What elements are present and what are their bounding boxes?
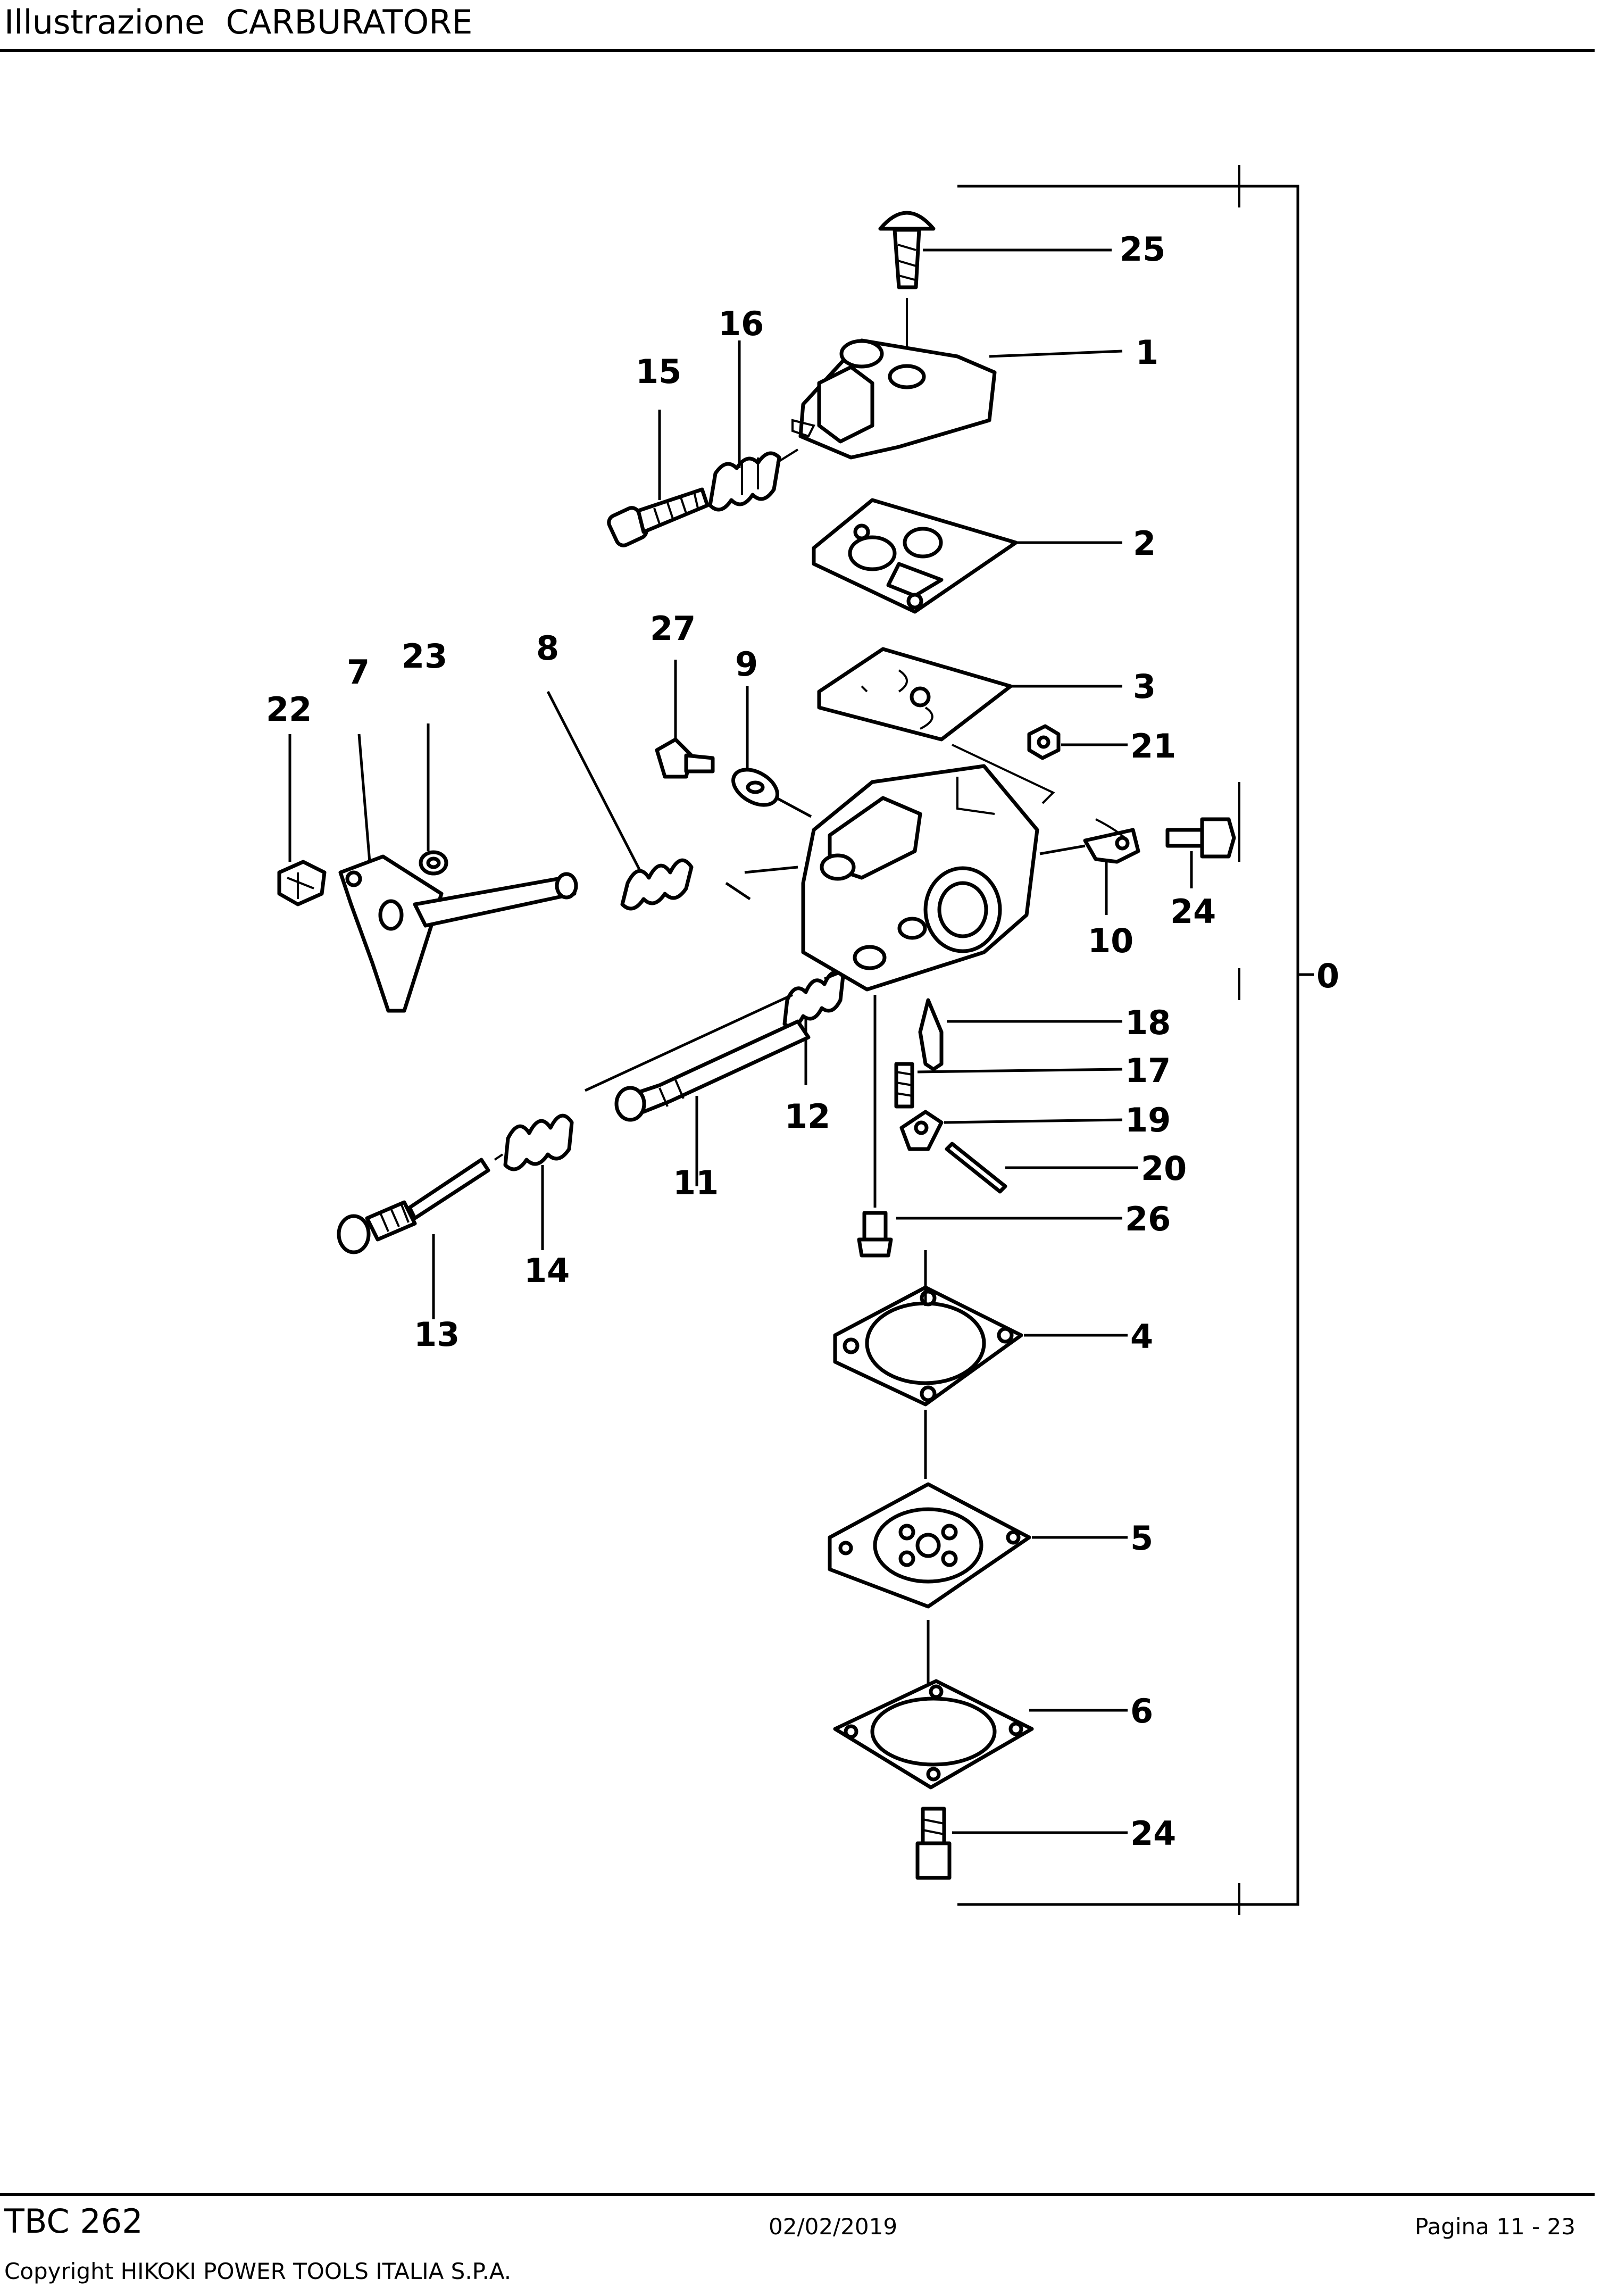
callout-11: 11 xyxy=(673,1163,719,1202)
callout-13: 13 xyxy=(414,1315,460,1354)
part-14-spring xyxy=(503,1113,574,1250)
callout-2: 2 xyxy=(1133,524,1156,563)
callout-24-upper: 24 xyxy=(1170,892,1216,931)
callout-5: 5 xyxy=(1130,1519,1153,1558)
part-12-spring xyxy=(782,970,845,1085)
part-5-diaphragm xyxy=(828,1482,1128,1702)
part-17-spring xyxy=(894,1062,1123,1109)
callout-20: 20 xyxy=(1141,1149,1187,1188)
callout-0: 0 xyxy=(1316,956,1339,995)
callout-3: 3 xyxy=(1133,667,1156,706)
header-divider xyxy=(0,49,1595,52)
callout-17: 17 xyxy=(1125,1051,1171,1090)
carburetor-body xyxy=(801,744,1055,992)
part-3-gasket xyxy=(817,647,1122,742)
callout-10: 10 xyxy=(1088,921,1133,960)
part-26-screw xyxy=(857,995,1122,1258)
callout-14: 14 xyxy=(524,1251,570,1290)
callout-19: 19 xyxy=(1125,1101,1171,1139)
callout-16: 16 xyxy=(718,304,764,343)
part-6-cover xyxy=(833,1679,1128,1790)
footer-divider xyxy=(0,2193,1595,2196)
callout-8: 8 xyxy=(536,629,559,668)
part-4-gasket xyxy=(833,1250,1128,1479)
page-number: Pagina 11 - 23 xyxy=(1415,2214,1575,2240)
part-13-screw xyxy=(337,1153,504,1319)
part-2-gasket xyxy=(812,498,1122,614)
part-11-shaft xyxy=(584,972,838,1186)
callout-7: 7 xyxy=(347,653,370,692)
page-title: Illustrazione CARBURATORE xyxy=(4,3,473,41)
assembly-bracket xyxy=(957,165,1314,1915)
part-27-screw xyxy=(655,660,715,779)
part-7-lever xyxy=(338,734,578,1013)
callout-27: 27 xyxy=(650,609,696,648)
model-number: TBC 262 xyxy=(4,2202,143,2241)
part-16-spring xyxy=(708,340,799,512)
part-24-screw-lower xyxy=(915,1807,1128,1880)
part-8-spring xyxy=(546,691,798,911)
callout-9: 9 xyxy=(735,645,758,684)
part-24-screw-upper xyxy=(1165,817,1236,888)
part-1-cover xyxy=(791,338,1123,460)
part-9-washer xyxy=(731,686,812,818)
callout-1: 1 xyxy=(1136,333,1158,372)
part-25-screw xyxy=(878,211,1112,362)
callout-21: 21 xyxy=(1130,727,1176,766)
part-15-screw xyxy=(607,410,710,547)
page-header: Illustrazione CARBURATORE xyxy=(0,0,1601,53)
part-20-pin xyxy=(945,1142,1138,1194)
callout-24-lower: 24 xyxy=(1130,1814,1176,1853)
part-18-needle xyxy=(918,998,1122,1071)
callout-18: 18 xyxy=(1125,1003,1171,1042)
document-date: 02/02/2019 xyxy=(769,2214,898,2240)
callout-6: 6 xyxy=(1130,1692,1153,1731)
callout-26: 26 xyxy=(1125,1200,1171,1238)
part-22-screw xyxy=(277,734,327,906)
copyright-notice: Copyright HIKOKI POWER TOOLS ITALIA S.P.… xyxy=(4,2258,512,2284)
part-23-washer xyxy=(419,723,448,876)
part-19-lever xyxy=(899,1110,1123,1151)
callout-25: 25 xyxy=(1120,230,1165,269)
callout-23: 23 xyxy=(402,637,447,676)
part-10-plate xyxy=(1039,818,1140,915)
callout-15: 15 xyxy=(636,352,681,391)
exploded-parts-diagram: 25 1 16 15 2 3 27 9 8 23 7 22 21 24 10 0… xyxy=(0,53,1601,2117)
part-21-nut xyxy=(1027,724,1128,760)
callout-12: 12 xyxy=(785,1097,830,1136)
carburetor-exploded-view: 25 1 16 15 2 3 27 9 8 23 7 22 21 24 10 0… xyxy=(266,165,1339,1915)
callout-4: 4 xyxy=(1130,1317,1153,1356)
callout-22: 22 xyxy=(266,690,312,729)
